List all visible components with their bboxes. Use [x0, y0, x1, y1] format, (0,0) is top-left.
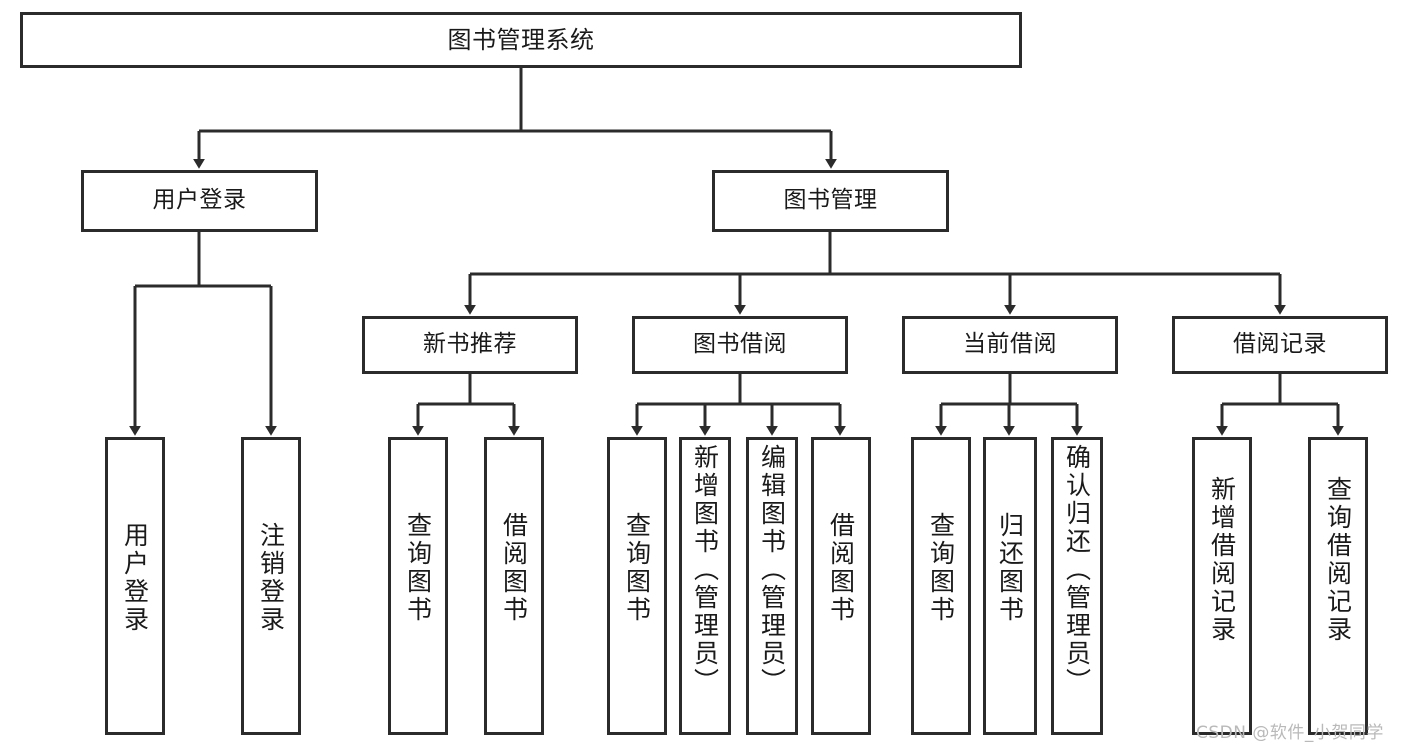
- node-user-login[interactable]: 用户登录: [81, 170, 318, 232]
- leaf-user-login[interactable]: 用户登录: [105, 437, 165, 735]
- leaf-query-borrow-record-label: 查询借阅记录: [1323, 476, 1353, 644]
- leaf-borrow-book-2[interactable]: 借阅图书: [811, 437, 871, 735]
- leaf-query-book-3[interactable]: 查询图书: [911, 437, 971, 735]
- leaf-borrow-book-1-label: 借阅图书: [499, 512, 529, 624]
- leaf-query-book-2-label: 查询图书: [622, 512, 652, 624]
- node-root[interactable]: 图书管理系统: [20, 12, 1022, 68]
- node-root-label: 图书管理系统: [447, 25, 595, 54]
- leaf-query-book-1[interactable]: 查询图书: [388, 437, 448, 735]
- leaf-query-borrow-record[interactable]: 查询借阅记录: [1308, 437, 1368, 735]
- node-new-book-recommend-label: 新书推荐: [423, 331, 517, 358]
- node-current-borrow-label: 当前借阅: [963, 331, 1057, 358]
- leaf-query-book-2[interactable]: 查询图书: [607, 437, 667, 735]
- leaf-user-login-label: 用户登录: [120, 522, 150, 634]
- leaf-add-book-admin-label: 新增图书（管理员）: [690, 444, 720, 696]
- leaf-query-book-1-label: 查询图书: [403, 512, 433, 624]
- node-current-borrow[interactable]: 当前借阅: [902, 316, 1118, 374]
- leaf-add-borrow-record-label: 新增借阅记录: [1207, 476, 1237, 644]
- leaf-query-book-3-label: 查询图书: [926, 512, 956, 624]
- leaf-confirm-return-admin[interactable]: 确认归还（管理员）: [1051, 437, 1103, 735]
- leaf-edit-book-admin-label: 编辑图书（管理员）: [757, 444, 787, 696]
- leaf-add-borrow-record[interactable]: 新增借阅记录: [1192, 437, 1252, 735]
- node-book-borrow-label: 图书借阅: [693, 331, 787, 358]
- node-new-book-recommend[interactable]: 新书推荐: [362, 316, 578, 374]
- leaf-borrow-book-1[interactable]: 借阅图书: [484, 437, 544, 735]
- node-book-manage-label: 图书管理: [783, 187, 878, 214]
- leaf-logout[interactable]: 注销登录: [241, 437, 301, 735]
- watermark: CSDN @软件_小贺同学: [1196, 723, 1384, 743]
- leaf-add-book-admin[interactable]: 新增图书（管理员）: [679, 437, 731, 735]
- leaf-confirm-return-admin-label: 确认归还（管理员）: [1062, 444, 1092, 696]
- leaf-edit-book-admin[interactable]: 编辑图书（管理员）: [746, 437, 798, 735]
- node-borrow-record[interactable]: 借阅记录: [1172, 316, 1388, 374]
- leaf-return-book[interactable]: 归还图书: [983, 437, 1037, 735]
- leaf-return-book-label: 归还图书: [995, 512, 1025, 624]
- node-book-borrow[interactable]: 图书借阅: [632, 316, 848, 374]
- node-book-manage[interactable]: 图书管理: [712, 170, 949, 232]
- node-user-login-label: 用户登录: [152, 187, 247, 214]
- leaf-borrow-book-2-label: 借阅图书: [826, 512, 856, 624]
- leaf-logout-label: 注销登录: [256, 522, 286, 634]
- node-borrow-record-label: 借阅记录: [1233, 331, 1327, 358]
